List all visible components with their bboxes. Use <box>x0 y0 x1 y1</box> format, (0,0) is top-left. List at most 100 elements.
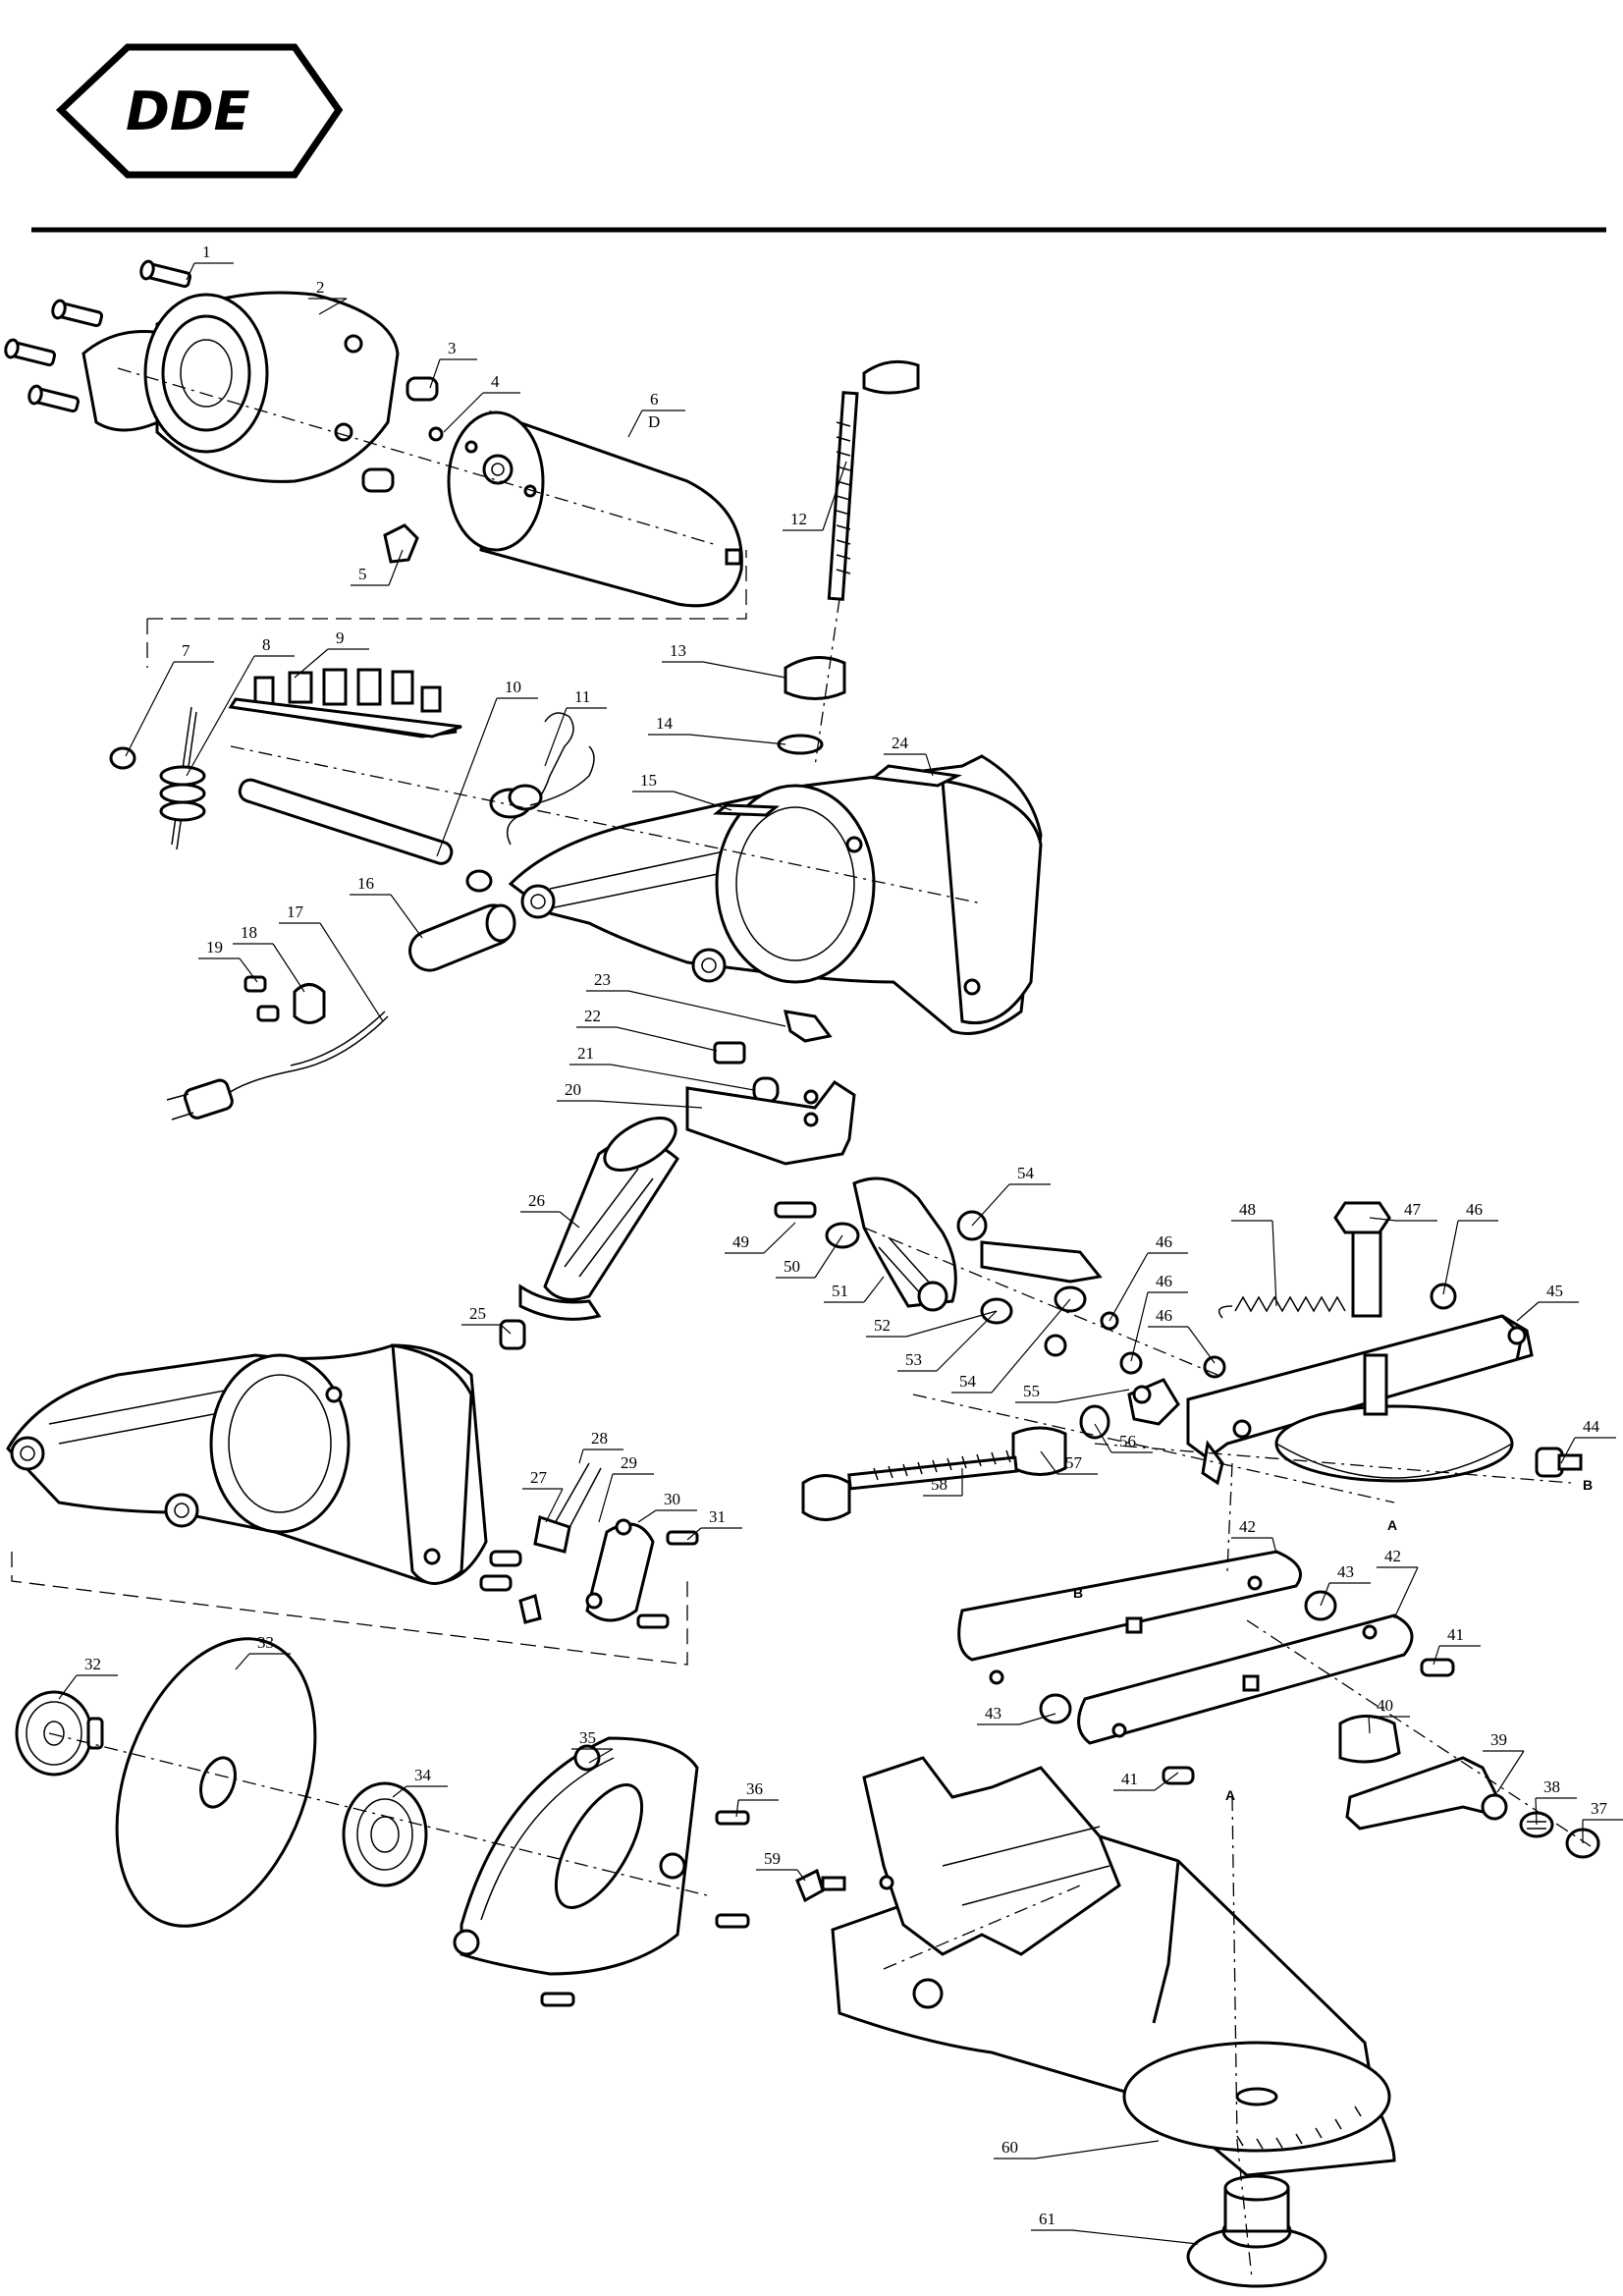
callout: 46 <box>1130 1272 1188 1362</box>
callout-leader <box>627 410 643 438</box>
callout-number: 11 <box>574 687 590 706</box>
callout: 46 <box>1148 1306 1216 1364</box>
callout-number: 48 <box>1239 1200 1256 1219</box>
callout-leader <box>925 753 934 777</box>
pivot-bolt <box>1333 1201 1391 1318</box>
callout-number: 27 <box>530 1468 548 1487</box>
callout-leader <box>294 648 329 679</box>
callout: 26 <box>520 1191 580 1229</box>
callout-leader <box>443 392 484 433</box>
callout-leader <box>1271 1537 1277 1555</box>
callout-leader <box>186 262 195 281</box>
callout: 60 <box>994 2138 1160 2159</box>
callout-number: 20 <box>565 1080 581 1099</box>
callout-leader <box>1034 2140 1160 2159</box>
callout-leader <box>58 1674 78 1700</box>
callout-leader <box>392 1785 407 1798</box>
feed-screw <box>827 359 920 601</box>
lock-screw <box>795 1868 846 1903</box>
callout: 4 <box>443 372 520 433</box>
callout-number: 8 <box>262 635 271 654</box>
callout: 39 <box>1483 1730 1525 1793</box>
callout-number: 51 <box>832 1282 848 1300</box>
cord-clamp <box>243 903 516 1024</box>
callout: 47 <box>1369 1200 1437 1222</box>
callout-leader <box>319 922 384 1022</box>
callout-leader <box>735 1799 739 1818</box>
callout: 53 <box>897 1310 998 1372</box>
brush-assembly-lower <box>479 1462 602 1624</box>
callout: 46 <box>1109 1232 1188 1322</box>
callout-leader <box>1040 1450 1058 1475</box>
callout-number: 18 <box>241 923 257 942</box>
callout-leader <box>186 655 255 777</box>
callout-number: 30 <box>664 1490 680 1508</box>
callout-number: 17 <box>287 902 304 921</box>
callout: 56 <box>1094 1423 1153 1453</box>
callout-number: 41 <box>1447 1625 1464 1644</box>
callout: 9 <box>294 629 369 679</box>
callout-leader <box>1496 1750 1525 1793</box>
callout: 38 <box>1535 1777 1577 1826</box>
callout: 40 <box>1368 1696 1410 1734</box>
callout: 54 <box>971 1164 1051 1227</box>
callout-number: 46 <box>1156 1272 1172 1290</box>
callout-leader <box>1369 1217 1397 1222</box>
callout-number: 19 <box>206 938 223 957</box>
callout: 54 <box>951 1298 1071 1394</box>
callout: 42 <box>1377 1547 1419 1619</box>
pivot-nuts <box>1119 1283 1457 1379</box>
callout: 43 <box>1320 1562 1371 1607</box>
callout-leader <box>616 1026 718 1052</box>
motor-letter: D <box>648 412 660 431</box>
blade-guard <box>453 1736 750 2007</box>
callout-number: 56 <box>1119 1432 1136 1450</box>
callout-number: 28 <box>591 1429 608 1448</box>
hinge-bracket <box>774 1176 1119 1357</box>
callout-leader <box>971 1183 1010 1227</box>
callout-leader <box>673 791 732 811</box>
callout-number: 5 <box>358 565 367 583</box>
callout: 43 <box>977 1704 1056 1725</box>
callout: 28 <box>578 1429 623 1464</box>
callout: 61 <box>1031 2210 1199 2245</box>
callout-number: 34 <box>414 1766 432 1784</box>
base-casting <box>831 1756 1396 2177</box>
callout: 55 <box>1015 1382 1130 1403</box>
callout-number: 43 <box>985 1704 1001 1722</box>
callout-leader <box>318 298 348 315</box>
callout-number: 26 <box>528 1191 545 1210</box>
callout: 23 <box>586 970 786 1027</box>
callout: 5 <box>351 549 404 586</box>
callout-number: 13 <box>670 641 686 660</box>
callout-leader <box>272 943 305 993</box>
callout-leader <box>388 549 404 586</box>
callout-number: 29 <box>621 1453 637 1472</box>
arm-cover <box>685 1079 856 1166</box>
callout-leader <box>390 894 423 939</box>
callout: 36 <box>735 1779 779 1818</box>
callout-leader <box>1535 1797 1538 1826</box>
base-knob <box>1186 2174 1327 2288</box>
flange-outer <box>15 1690 104 1777</box>
callout-leader <box>1442 1220 1459 1295</box>
callout: 30 <box>637 1490 697 1523</box>
callout: 37 <box>1582 1799 1623 1843</box>
dde-logo: DDE <box>55 43 344 179</box>
callout: 34 <box>392 1766 448 1798</box>
callout: 29 <box>598 1453 654 1523</box>
callout-leader <box>637 1509 657 1523</box>
callout-leader <box>1055 1389 1130 1403</box>
motor-housing <box>81 291 400 483</box>
flange-inner <box>342 1781 428 1887</box>
callout: 50 <box>776 1234 843 1279</box>
upper-arm <box>508 754 1043 1035</box>
callout-leader <box>1130 1291 1149 1362</box>
electric-motor <box>447 410 743 608</box>
callout-number: 42 <box>1239 1517 1256 1536</box>
callout: 20 <box>557 1080 703 1109</box>
callout: 46 <box>1442 1200 1498 1295</box>
callout-leader <box>936 1310 998 1372</box>
callout-number: 58 <box>931 1475 947 1494</box>
callout-leader <box>596 1100 703 1109</box>
